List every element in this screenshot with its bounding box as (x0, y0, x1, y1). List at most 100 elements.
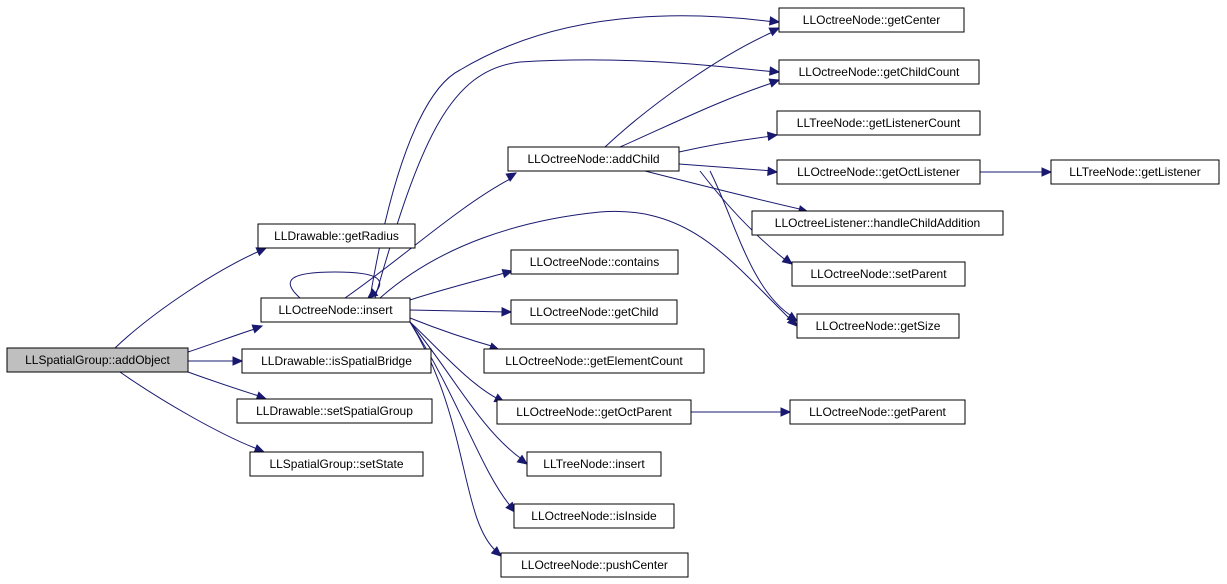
arrowhead-icon (251, 324, 264, 334)
node-box (241, 348, 432, 374)
arrowhead-icon (255, 247, 268, 257)
edge-line (604, 30, 776, 148)
edge-insert-to-insert (289, 271, 381, 299)
edge-line (344, 177, 513, 299)
edge-line (619, 81, 776, 148)
node-contains[interactable]: LLOctreeNode::contains (510, 249, 679, 275)
edge-line (678, 163, 774, 172)
node-get-child-count[interactable]: LLOctreeNode::getChildCount (778, 59, 980, 85)
node-box (483, 348, 705, 374)
arrowhead-icon (780, 407, 792, 417)
node-box (778, 7, 965, 33)
node-label: LLDrawable::isSpatialBridge (261, 354, 412, 368)
edge-addChild-to-getOctListener (678, 163, 779, 176)
edge-line (374, 59, 776, 299)
node-box (789, 399, 966, 425)
node-label: LLOctreeNode::getChildCount (799, 65, 960, 79)
arrowhead-icon (768, 27, 781, 37)
node-label: LLTreeNode::insert (543, 457, 645, 471)
edge-line (114, 249, 263, 349)
node-box (510, 249, 679, 275)
arrowhead-icon (781, 254, 793, 265)
arrowhead-icon (767, 166, 779, 176)
edge-line (369, 15, 776, 299)
node-get-oct-parent[interactable]: LLOctreeNode::getOctParent (496, 399, 692, 425)
edge-line (409, 309, 508, 313)
edge-insert-to-getChildCount (374, 59, 781, 299)
node-box (776, 110, 981, 136)
node-label: LLTreeNode::getListenerCount (797, 116, 961, 130)
edge-getOctParent-to-getParent (691, 407, 792, 417)
edge-line (409, 271, 509, 301)
node-insert[interactable]: LLOctreeNode::insert (260, 297, 411, 323)
edge-line (678, 135, 774, 153)
edge-addObject-to-setSpatialGroup (187, 371, 268, 401)
node-box (6, 347, 189, 373)
node-is-inside[interactable]: LLOctreeNode::isInside (513, 503, 675, 529)
node-get-element-count[interactable]: LLOctreeNode::getElementCount (483, 348, 705, 374)
edge-line (409, 317, 496, 348)
node-get-size[interactable]: LLOctreeNode::getSize (796, 313, 960, 339)
edge-addChild-to-setParent (699, 170, 793, 265)
node-box (257, 223, 416, 249)
node-label: LLDrawable::setSpatialGroup (256, 404, 413, 418)
arrowhead-icon (1041, 167, 1053, 177)
edge-addChild-to-getChildCount (619, 78, 781, 148)
nodes-layer: LLSpatialGroup::addObject LLDrawable::get… (6, 7, 1220, 578)
node-box (507, 146, 680, 172)
node-get-listener[interactable]: LLTreeNode::getListener (1050, 159, 1220, 185)
node-label: LLOctreeNode::getElementCount (505, 354, 683, 368)
edge-line (409, 321, 501, 401)
node-box (1050, 159, 1220, 185)
node-label: LLOctreeNode::getOctParent (516, 405, 672, 419)
node-box (249, 451, 424, 477)
node-label: LLSpatialGroup::addObject (25, 353, 170, 367)
node-box (791, 261, 966, 287)
node-label: LLOctreeNode::insert (278, 303, 393, 317)
node-set-state[interactable]: LLSpatialGroup::setState (249, 451, 424, 477)
node-get-child[interactable]: LLOctreeNode::getChild (510, 299, 678, 325)
node-get-center[interactable]: LLOctreeNode::getCenter (778, 7, 965, 33)
node-label: LLTreeNode::getListener (1069, 165, 1200, 179)
arrowhead-icon (768, 16, 781, 26)
node-get-parent[interactable]: LLOctreeNode::getParent (789, 399, 966, 425)
edge-addChild-to-getListenerCount (678, 131, 779, 153)
arrowhead-icon (490, 546, 502, 557)
node-label: LLOctreeNode::getSize (816, 319, 941, 333)
node-box (776, 159, 981, 185)
node-is-spatial-bridge[interactable]: LLDrawable::isSpatialBridge (241, 348, 432, 374)
node-tree-insert[interactable]: LLTreeNode::insert (526, 451, 662, 477)
edge-addObject-to-insert (187, 324, 264, 353)
node-box (751, 210, 1004, 236)
node-box (778, 59, 980, 85)
edges-layer (114, 15, 1053, 557)
edge-insert-to-getCenter (369, 15, 781, 299)
edge-line (187, 327, 259, 353)
node-add-child[interactable]: LLOctreeNode::addChild (507, 146, 680, 172)
arrowhead-icon (516, 454, 528, 465)
node-handle-child-addition[interactable]: LLOctreeListener::handleChildAddition (751, 210, 1004, 236)
edge-addChild-to-getCenter (604, 27, 781, 148)
node-get-listener-count[interactable]: LLTreeNode::getListenerCount (776, 110, 981, 136)
edge-insert-to-treeInsert (409, 321, 528, 465)
node-label: LLOctreeListener::handleChildAddition (775, 216, 980, 230)
node-label: LLOctreeNode::getParent (809, 405, 946, 419)
edge-line (379, 210, 794, 323)
edge-addChild-to-getSize (709, 170, 799, 322)
node-get-radius[interactable]: LLDrawable::getRadius (257, 223, 416, 249)
node-set-parent[interactable]: LLOctreeNode::setParent (791, 261, 966, 287)
node-label: LLOctreeNode::isInside (531, 509, 657, 523)
node-label: LLOctreeNode::contains (530, 255, 659, 269)
arrowhead-icon (766, 131, 779, 141)
arrowhead-icon (768, 78, 781, 88)
node-add-object[interactable]: LLSpatialGroup::addObject (6, 347, 189, 373)
node-push-center[interactable]: LLOctreeNode::pushCenter (500, 552, 689, 578)
node-get-oct-listener[interactable]: LLOctreeNode::getOctListener (776, 159, 981, 185)
edge-insert-to-getChild (409, 307, 513, 317)
node-box (236, 398, 433, 424)
arrowhead-icon (786, 311, 799, 322)
arrowhead-icon (501, 307, 513, 317)
node-label: LLOctreeNode::setParent (810, 267, 947, 281)
node-set-spatial-group[interactable]: LLDrawable::setSpatialGroup (236, 398, 433, 424)
